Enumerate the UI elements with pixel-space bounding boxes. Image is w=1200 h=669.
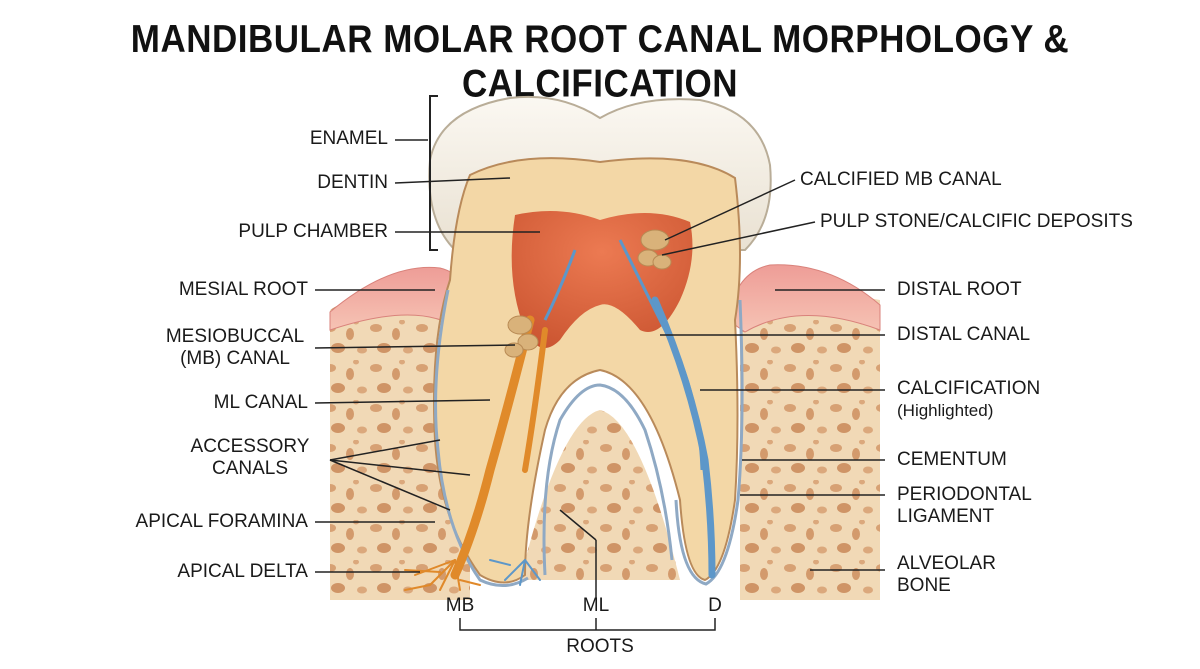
label-distal-root: DISTAL ROOT: [897, 279, 1022, 300]
label-mb-canal: MESIOBUCCAL (MB) CANAL: [160, 326, 310, 370]
label-calcified-mb-canal: CALCIFIED MB CANAL: [800, 169, 1002, 190]
label-pdl-line2: LIGAMENT: [897, 506, 995, 527]
label-bone-line1: ALVEOLAR: [897, 553, 996, 574]
label-pdl-line1: PERIODONTAL: [897, 484, 1032, 505]
diagram-title: MANDIBULAR MOLAR ROOT CANAL MORPHOLOGY &…: [130, 17, 1070, 106]
label-accessory-canals: ACCESSORY CANALS: [185, 436, 315, 480]
label-root-ml: ML: [582, 595, 610, 616]
label-distal-canal: DISTAL CANAL: [897, 324, 1031, 345]
label-alveolar-bone: ALVEOLAR BONE: [897, 553, 996, 597]
label-root-d: D: [708, 595, 722, 616]
label-mesial-root: MESIAL ROOT: [178, 279, 308, 300]
crown-bracket: [429, 95, 438, 251]
label-calcification-line2: (Highlighted): [897, 401, 994, 420]
label-pulp-stone: PULP STONE/CALCIFIC DEPOSITS: [820, 211, 1133, 232]
gingiva-right: [727, 264, 881, 333]
label-ml-canal: ML CANAL: [213, 392, 308, 413]
label-apical-delta: APICAL DELTA: [177, 561, 308, 582]
leader-lines-left: [314, 139, 540, 573]
ml-apical-branches: [489, 559, 541, 586]
label-enamel: ENAMEL: [309, 128, 388, 149]
mesial-canal: [450, 315, 535, 580]
label-calcification-line1: CALCIFICATION: [897, 378, 1041, 399]
label-root-mb: MB: [445, 595, 475, 616]
label-calcification: CALCIFICATION (Highlighted): [897, 378, 1040, 422]
roots-bracket: [459, 509, 716, 631]
label-cementum: CEMENTUM: [897, 449, 1007, 470]
label-bone-line2: BONE: [897, 575, 951, 596]
label-dentin: DENTIN: [317, 172, 388, 193]
label-roots: ROOTS: [566, 636, 634, 657]
label-pulp-chamber: PULP CHAMBER: [238, 221, 388, 242]
label-mb-canal-line2: (MB) CANAL: [180, 348, 290, 369]
label-accessory-line2: CANALS: [211, 458, 289, 479]
label-apical-foramina: APICAL FORAMINA: [135, 511, 308, 532]
apical-delta: [404, 559, 481, 591]
label-accessory-line1: ACCESSORY: [190, 436, 310, 457]
calcific-deposits: [504, 229, 672, 358]
label-periodontal-ligament: PERIODONTAL LIGAMENT: [897, 484, 1032, 528]
leader-lines-right: [660, 179, 885, 571]
label-mb-canal-line1: MESIOBUCCAL: [165, 326, 305, 347]
